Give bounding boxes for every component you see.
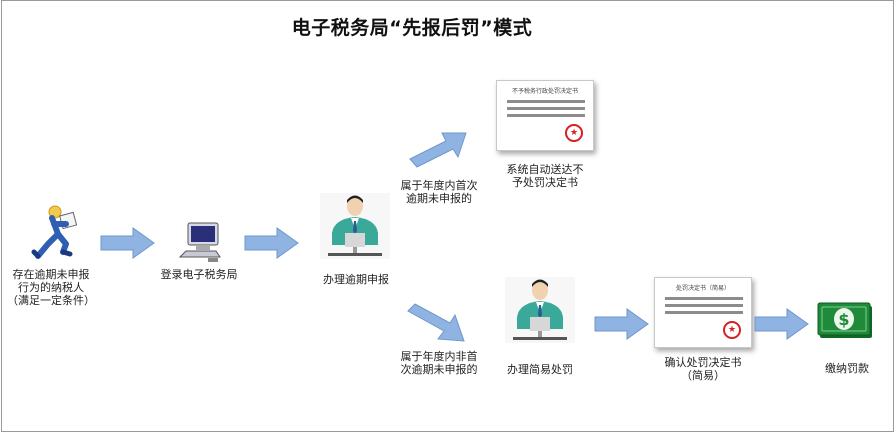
node-login-label: 登录电子税务局 (160, 268, 238, 281)
red-seal-icon (723, 321, 741, 339)
node-taxpayer-label: 存在逾期未申报 行为的纳税人 （满足一定条件） (7, 268, 95, 307)
document-line (665, 311, 743, 314)
computer-icon (178, 222, 221, 262)
flow-arrow (100, 227, 155, 259)
no-penalty-document-title: 不予税务行政处罚决定书 (511, 88, 578, 95)
document-line (507, 114, 585, 117)
penalty-document-icon: 处罚决定书（简易） (654, 277, 752, 348)
officer-icon (320, 193, 390, 259)
node-pay-fine-label: 缴纳罚款 (825, 362, 869, 375)
document-line (665, 297, 743, 300)
branch-arrow-down (407, 303, 465, 342)
document-line (507, 107, 585, 110)
no-penalty-document-icon: 不予税务行政处罚决定书 (496, 80, 594, 151)
node-handle-late-label: 办理逾期申报 (323, 273, 389, 286)
document-line (665, 304, 743, 307)
flow-arrow (754, 308, 809, 340)
diagram-title: 电子税务局“先报后罚”模式 (291, 17, 533, 39)
document-line (507, 100, 585, 103)
red-seal-icon (565, 124, 583, 142)
officer-icon (505, 277, 575, 343)
branch-first-time-label: 属于年度内首次 逾期未申报的 (400, 179, 478, 205)
penalty-document-title: 处罚决定书（简易） (675, 285, 730, 292)
flow-arrow (244, 227, 299, 259)
flow-arrow (594, 308, 649, 340)
node-auto-send-label: 系统自动送达不 予处罚决定书 (506, 163, 584, 189)
money-icon: $ (817, 302, 872, 338)
running-person-icon (31, 205, 78, 259)
branch-not-first-time-label: 属于年度内非首 次逾期未申报的 (400, 350, 478, 376)
node-confirm-decision-label: 确认处罚决定书 （简易） (664, 356, 742, 382)
node-simple-penalty-label: 办理简易处罚 (507, 363, 573, 376)
svg-text:$: $ (838, 310, 849, 329)
branch-arrow-up (409, 132, 467, 168)
